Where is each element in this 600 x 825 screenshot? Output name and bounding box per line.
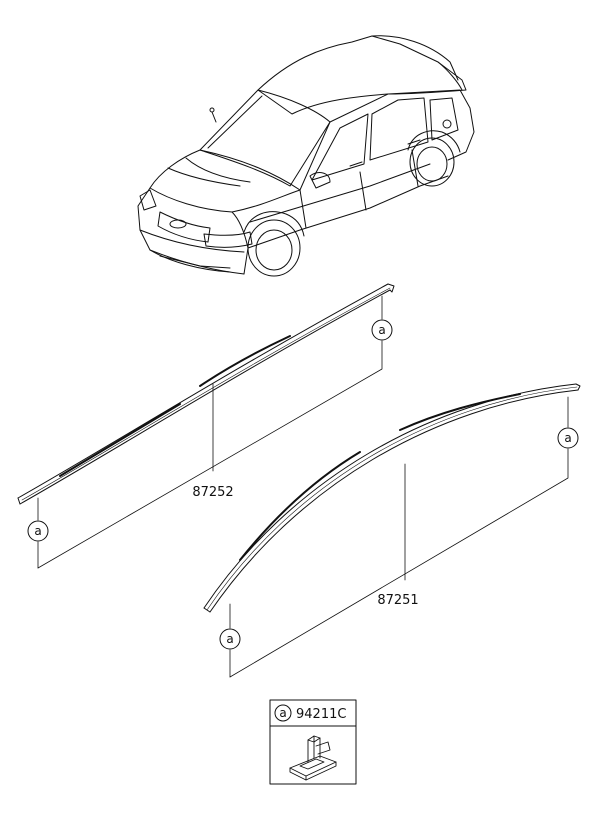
svg-text:a: a: [564, 431, 571, 445]
lower-moulding: [203, 383, 581, 613]
callout-a-lower-left: a: [219, 628, 241, 650]
part-number-87251: 87251: [377, 593, 418, 608]
legend-callout: a: [279, 706, 286, 720]
upper-moulding: [17, 283, 395, 505]
leader-lines: [37, 295, 569, 678]
svg-text:a: a: [378, 323, 385, 337]
callout-a-upper-left: a: [27, 520, 49, 542]
callout-a-upper-right: a: [371, 319, 393, 341]
part-number-87252: 87252: [192, 485, 233, 500]
svg-text:a: a: [34, 524, 41, 538]
callout-a-lower-right: a: [557, 427, 579, 449]
clip-icon: [289, 735, 337, 781]
svg-text:a: a: [226, 632, 233, 646]
car-illustration: [137, 35, 475, 277]
legend-part-code: 94211C: [296, 707, 346, 722]
legend-box: a 94211C: [269, 699, 357, 785]
